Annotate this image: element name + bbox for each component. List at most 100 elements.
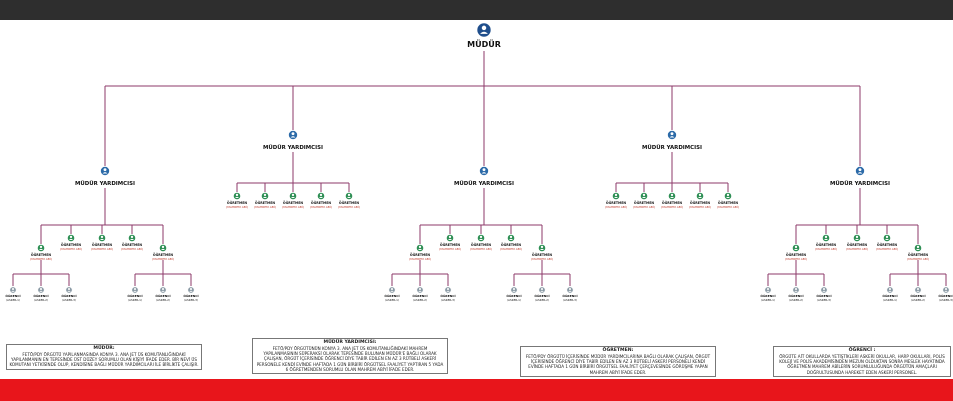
teacher-sub: (MAHREM ABİ) [338, 204, 360, 209]
deputy-label: MÜDÜR YARDIMCISI [454, 180, 514, 187]
teacher-person-icon [822, 234, 830, 242]
teacher-person-icon [792, 244, 800, 252]
teacher-sub: (MAHREM ABİ) [439, 246, 461, 251]
deputy-person-icon [100, 166, 110, 176]
student-title: ÖĞRENCİ [183, 293, 198, 298]
student-sub: (ASKER-3) [817, 298, 831, 302]
teacher-sub: (MAHREM ABİ) [907, 256, 929, 261]
teacher-person-icon [477, 234, 485, 242]
student-title: ÖĞRENCİ [440, 293, 455, 298]
teacher-sub: (MAHREM ABİ) [226, 204, 248, 209]
student-title: ÖĞRENCİ [788, 293, 803, 298]
teacher-sub: (MAHREM ABİ) [282, 204, 304, 209]
student-person-icon [510, 286, 518, 294]
teacher-sub: (MAHREM ABİ) [815, 246, 837, 251]
teacher-sub: (MAHREM ABİ) [500, 246, 522, 251]
student-person-icon [187, 286, 195, 294]
caption-yardimci-text: FETÖ/PDY ÖRGÜTÜNÜN KONYA 3. ANA JET ÜS K… [256, 346, 444, 372]
teacher-person-icon [507, 234, 515, 242]
student-sub: (ASKER-1) [761, 298, 775, 302]
student-sub: (ASKER-1) [883, 298, 897, 302]
student-sub: (ASKER-1) [128, 298, 142, 302]
caption-mudur-text: FETÖ/PDY ÖRGÜTÜ YAPILANMASINDA KONYA 3. … [9, 352, 199, 368]
teacher-person-icon [159, 244, 167, 252]
student-person-icon [886, 286, 894, 294]
student-title: ÖĞRENCİ [938, 293, 953, 298]
student-sub: (ASKER-2) [34, 298, 48, 302]
student-sub: (ASKER-2) [535, 298, 549, 302]
teacher-sub: (MAHREM ABİ) [310, 204, 332, 209]
teacher-sub: (MAHREM ABİ) [876, 246, 898, 251]
student-title: ÖĞRENCİ [61, 293, 76, 298]
student-title: ÖĞRENCİ [562, 293, 577, 298]
teacher-sub: (MAHREM ABİ) [254, 204, 276, 209]
student-person-icon [444, 286, 452, 294]
student-sub: (ASKER-3) [563, 298, 577, 302]
student-sub: (ASKER-2) [156, 298, 170, 302]
teacher-sub: (MAHREM ABİ) [152, 256, 174, 261]
student-sub: (ASKER-2) [911, 298, 925, 302]
teacher-person-icon [345, 192, 353, 200]
deputy-label: MÜDÜR YARDIMCISI [75, 180, 135, 187]
teacher-person-icon [914, 244, 922, 252]
teacher-title: ÖĞRETMEN [908, 252, 928, 257]
teacher-sub: (MAHREM ABİ) [605, 204, 627, 209]
student-title: ÖĞRENCİ [760, 293, 775, 298]
teacher-sub: (MAHREM ABİ) [689, 204, 711, 209]
student-sub: (ASKER-3) [62, 298, 76, 302]
teacher-title: ÖĞRETMEN [339, 200, 359, 205]
teacher-person-icon [317, 192, 325, 200]
student-title: ÖĞRENCİ [506, 293, 521, 298]
teacher-person-icon [668, 192, 676, 200]
deputy-person-icon [288, 130, 298, 140]
deputy-label: MÜDÜR YARDIMCISI [642, 144, 702, 151]
teacher-title: ÖĞRETMEN [662, 200, 682, 205]
caption-mudur: MÜDÜR: FETÖ/PDY ÖRGÜTÜ YAPILANMASINDA KO… [6, 344, 202, 370]
teacher-person-icon [446, 234, 454, 242]
teacher-person-icon [261, 192, 269, 200]
teacher-sub: (MAHREM ABİ) [91, 246, 113, 251]
teacher-sub: (MAHREM ABİ) [531, 256, 553, 261]
teacher-sub: (MAHREM ABİ) [785, 256, 807, 261]
teacher-title: ÖĞRETMEN [471, 242, 491, 247]
teacher-person-icon [98, 234, 106, 242]
teacher-sub: (MAHREM ABİ) [661, 204, 683, 209]
teacher-title: ÖĞRETMEN [501, 242, 521, 247]
teacher-person-icon [696, 192, 704, 200]
teacher-title: ÖĞRETMEN [122, 242, 142, 247]
teacher-person-icon [883, 234, 891, 242]
teacher-sub: (MAHREM ABİ) [717, 204, 739, 209]
teacher-sub: (MAHREM ABİ) [30, 256, 52, 261]
student-person-icon [914, 286, 922, 294]
student-sub: (ASKER-3) [441, 298, 455, 302]
student-sub: (ASKER-2) [789, 298, 803, 302]
teacher-person-icon [67, 234, 75, 242]
student-person-icon [131, 286, 139, 294]
student-person-icon [792, 286, 800, 294]
teacher-title: ÖĞRETMEN [606, 200, 626, 205]
teacher-sub: (MAHREM ABİ) [846, 246, 868, 251]
caption-ogretmen-text: FETÖ/PDY ÖRGÜTÜ İÇERİSİNDE MÜDÜR YARDIMC… [525, 354, 711, 375]
caption-mudur-title: MÜDÜR: [93, 346, 115, 351]
teacher-person-icon [289, 192, 297, 200]
caption-ogrenci-text: ÖRGÜTE AİT OKULLARDA YETİŞTİKLERİ ASKERİ… [779, 354, 945, 375]
student-title: ÖĞRENCİ [33, 293, 48, 298]
teacher-person-icon [640, 192, 648, 200]
student-sub: (ASKER-1) [385, 298, 399, 302]
teacher-title: ÖĞRETMEN [153, 252, 173, 257]
teacher-title: ÖĞRETMEN [440, 242, 460, 247]
teacher-person-icon [538, 244, 546, 252]
student-title: ÖĞRENCİ [155, 293, 170, 298]
teacher-title: ÖĞRETMEN [786, 252, 806, 257]
teacher-sub: (MAHREM ABİ) [409, 256, 431, 261]
caption-ogretmen-title: ÖĞRETMEN: [602, 348, 634, 353]
teacher-person-icon [233, 192, 241, 200]
student-title: ÖĞRENCİ [5, 293, 20, 298]
teacher-title: ÖĞRETMEN [61, 242, 81, 247]
teacher-person-icon [128, 234, 136, 242]
teacher-person-icon [724, 192, 732, 200]
teacher-title: ÖĞRETMEN [255, 200, 275, 205]
root-label: MÜDÜR [467, 39, 501, 49]
teacher-title: ÖĞRETMEN [311, 200, 331, 205]
